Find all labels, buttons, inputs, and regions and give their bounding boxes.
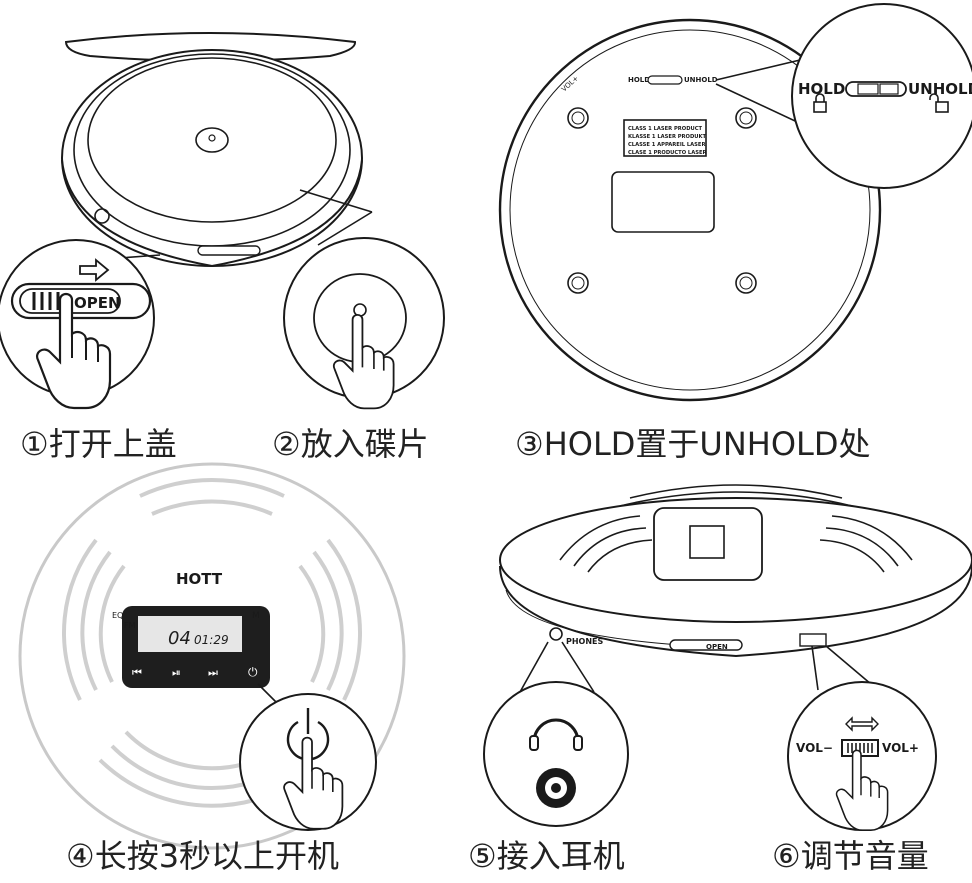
left-right-arrow-icon: [845, 716, 879, 732]
power-callout: [239, 683, 377, 831]
headphone-callout: [483, 641, 629, 827]
brand-logo: HOTT: [176, 570, 223, 588]
unhold-small: UNHOLD: [684, 76, 718, 84]
hold-small: HOLD: [628, 76, 650, 84]
fm-label: FM: [124, 621, 136, 630]
disc-callout: [283, 189, 445, 410]
step-3-caption: ③HOLD置于UNHOLD处: [515, 425, 871, 463]
step-6-caption: ⑥调节音量: [772, 837, 929, 875]
unhold-label: UNHOLD: [908, 80, 972, 98]
right-arrow-icon: [79, 258, 110, 282]
phones-label: PHONES: [566, 637, 604, 646]
laser-line-1: CLASS 1 LASER PRODUCT: [628, 126, 703, 132]
step-5-caption: ⑤接入耳机: [468, 837, 625, 875]
cd-player-side: PHONES OPEN: [499, 484, 972, 658]
lcd-track: 04: [168, 628, 191, 649]
step-2-caption: ②放入碟片: [272, 425, 429, 463]
mode-label: M: [252, 611, 260, 621]
open-label: OPEN: [74, 294, 121, 312]
headphones-icon: [529, 718, 583, 751]
power-icon[interactable]: ⏻: [248, 665, 258, 679]
headphone-jack-icon: [536, 768, 576, 808]
step-1-caption: ①打开上盖: [20, 425, 177, 463]
laser-line-4: CLASE 1 PRODUCTO LASER: [628, 150, 707, 156]
next-icon[interactable]: ⏭: [208, 666, 218, 679]
lcd-time: 01:29: [194, 633, 229, 647]
open-side-label: OPEN: [706, 643, 728, 651]
laser-line-3: CLASSE 1 APPAREIL LASER: [628, 142, 705, 148]
volume-callout: VOL− VOL+: [787, 645, 937, 831]
lcd-screen: [138, 616, 242, 652]
hold-switch-callout: HOLD UNHOLD: [715, 3, 972, 189]
laser-line-2: KLASSE 1 LASER PRODUKT: [628, 134, 706, 140]
step-4-caption: ④长按3秒以上开机: [66, 837, 340, 875]
hold-label: HOLD: [798, 80, 845, 98]
play-pause-icon[interactable]: ⏯: [172, 666, 181, 679]
prev-icon[interactable]: ⏮: [132, 666, 142, 679]
cd-player-open-lid: [61, 32, 363, 268]
vol-minus-label: VOL−: [796, 741, 833, 755]
eq-label: EQ: [112, 611, 123, 620]
lock-icon: [813, 93, 827, 113]
open-switch-callout: OPEN: [0, 239, 161, 410]
vol-plus-label: VOL+: [882, 741, 919, 755]
cd-player-bottom: CLASS 1 LASER PRODUCT KLASSE 1 LASER PRO…: [498, 18, 882, 402]
unlock-icon: [929, 93, 949, 113]
